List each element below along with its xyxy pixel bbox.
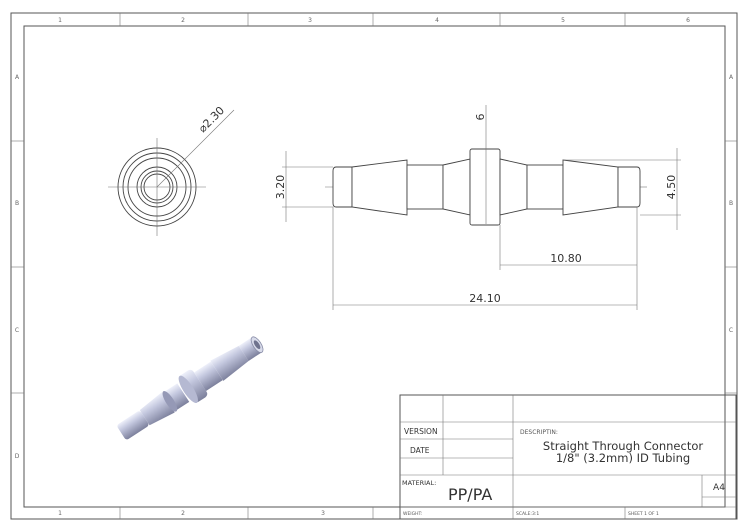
version-label: VERSION xyxy=(404,427,438,436)
zone-left-c: C xyxy=(15,327,19,334)
outer-frame xyxy=(10,12,738,520)
dimensions: 3.20 4.50 6 10.80 24.10 xyxy=(274,105,681,310)
dim-flange: 6 xyxy=(474,114,487,121)
description-label: DESCRIPTIN: xyxy=(520,429,558,436)
scale-label: SCALE:3:1 xyxy=(516,511,539,517)
zone-right-a: A xyxy=(729,74,734,81)
end-view: ⌀2.30 xyxy=(108,104,235,236)
description-line1: Straight Through Connector xyxy=(543,439,703,453)
zone-top-2: 2 xyxy=(181,17,185,24)
dim-left-od: 3.20 xyxy=(274,175,287,200)
zone-right-b: B xyxy=(729,200,733,207)
dim-half-length: 10.80 xyxy=(550,252,582,265)
sheet-label: SHEET 1 OF 1 xyxy=(628,511,659,517)
zone-bottom-1: 1 xyxy=(58,510,62,517)
zone-right-c: C xyxy=(729,327,733,334)
isometric-view xyxy=(117,336,264,440)
zone-left-b: B xyxy=(15,200,19,207)
dim-end-diameter: ⌀2.30 xyxy=(196,104,227,135)
zone-bottom-3: 3 xyxy=(321,510,325,517)
zone-top-3: 3 xyxy=(308,17,312,24)
zone-top-1: 1 xyxy=(58,17,62,24)
zone-dividers xyxy=(11,13,737,519)
dim-right-od: 4.50 xyxy=(665,175,678,200)
dim-overall-length: 24.10 xyxy=(469,292,501,305)
zone-labels: 1 2 3 4 5 6 1 2 3 A B C D A B C xyxy=(15,17,734,517)
weight-label: WEIGHT: xyxy=(403,511,422,517)
material-value: PP/PA xyxy=(448,485,492,504)
material-label: MATERIAL: xyxy=(402,479,436,487)
zone-top-4: 4 xyxy=(435,17,439,24)
zone-left-d: D xyxy=(15,453,20,460)
title-block: VERSION DATE DESCRIPTIN: Straight Throug… xyxy=(399,394,737,520)
zone-left-a: A xyxy=(15,74,20,81)
sheet-size: A4 xyxy=(713,483,725,493)
inner-frame xyxy=(23,25,726,508)
side-view xyxy=(325,148,650,226)
zone-bottom-2: 2 xyxy=(181,510,185,517)
zone-top-5: 5 xyxy=(561,17,565,24)
zone-top-6: 6 xyxy=(686,17,690,24)
date-label: DATE xyxy=(410,446,430,455)
diameter-leader xyxy=(156,109,235,188)
description-line2: 1/8" (3.2mm) ID Tubing xyxy=(556,451,690,465)
